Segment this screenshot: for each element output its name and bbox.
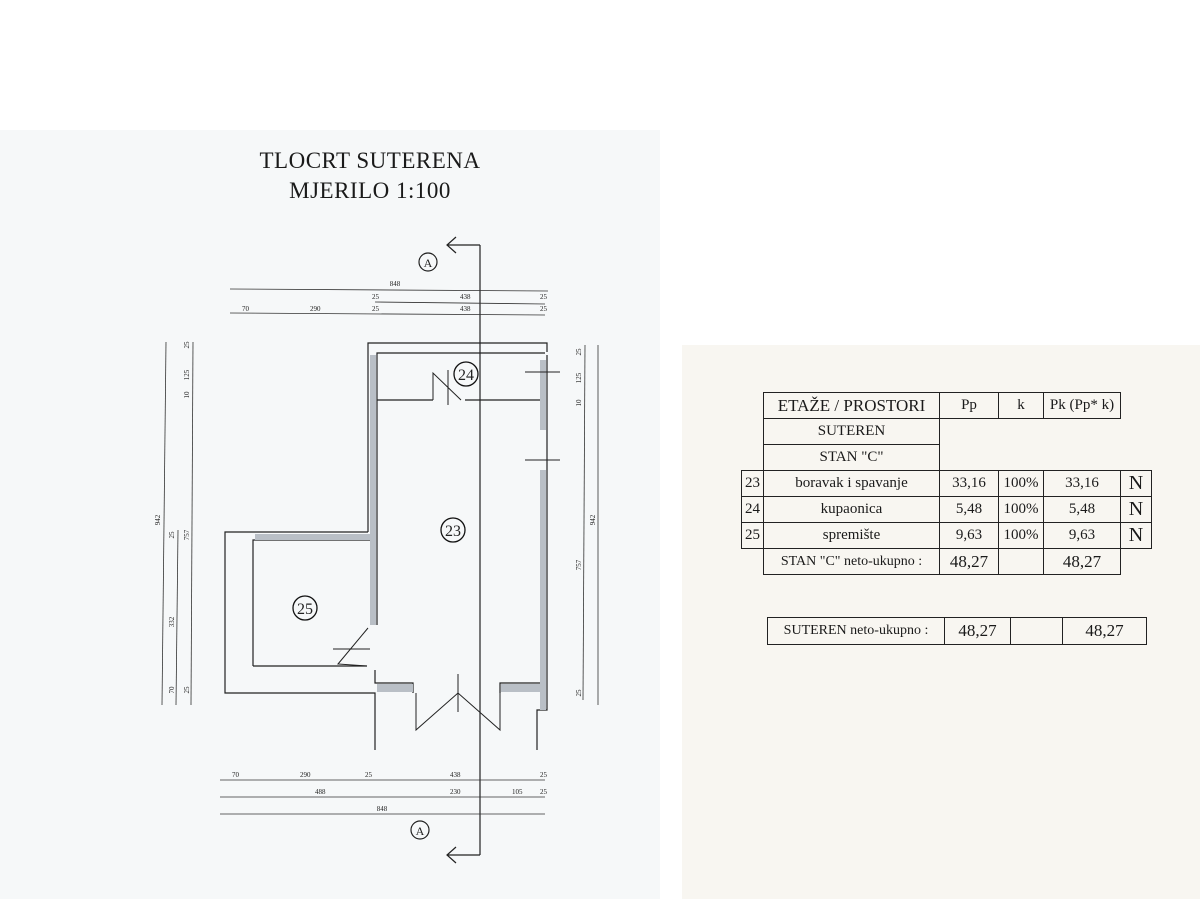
room-k: 100%: [998, 522, 1044, 549]
dim-label: 25: [540, 293, 548, 301]
dim-label: 125: [183, 369, 191, 380]
dim-label: 25: [540, 771, 548, 779]
section-marker-top: A: [424, 256, 433, 270]
dim-label: 438: [450, 771, 461, 779]
dim-label: 10: [575, 399, 583, 407]
dim-label: 25: [540, 788, 548, 796]
room-name: spremište: [763, 522, 940, 549]
dim-label: 25: [183, 341, 191, 349]
room-flag: N: [1120, 496, 1152, 523]
room-k: 100%: [998, 470, 1044, 497]
plan-title: TLOCRT SUTERENA: [259, 148, 481, 173]
dim-right-total: 942: [589, 514, 597, 525]
dim-label: 25: [365, 771, 373, 779]
room-pp: 9,63: [939, 522, 999, 549]
area-table: ETAŽE / PROSTORI Pp k Pk (Pp* k) SUTEREN…: [741, 392, 1152, 575]
dim-label: 488: [315, 788, 326, 796]
header-pp: Pp: [939, 392, 999, 419]
doors: [333, 370, 560, 732]
dim-label: 290: [310, 305, 321, 313]
room-pk: 5,48: [1043, 496, 1121, 523]
dim-label: 70: [168, 686, 176, 694]
dim-label: 10: [183, 391, 191, 399]
header-k: k: [998, 392, 1044, 419]
room-number: 25: [741, 522, 764, 549]
dim-top-total: 848: [390, 280, 401, 288]
room-name: kupaonica: [763, 496, 940, 523]
unit-total-row: STAN "C" neto-ukupno : 48,27 48,27: [742, 548, 1152, 575]
section-line-a: [410, 236, 481, 864]
table-header-row: ETAŽE / PROSTORI Pp k Pk (Pp* k): [742, 392, 1152, 419]
unit-total-pk: 48,27: [1043, 548, 1121, 575]
room-label-25: 25: [297, 601, 313, 618]
section-marker-bottom: A: [416, 824, 425, 838]
room-pp: 33,16: [939, 470, 999, 497]
wall-fill: [255, 355, 546, 710]
room-name: boravak i spavanje: [763, 470, 940, 497]
floor-total-row: SUTEREN neto-ukupno : 48,27 48,27: [767, 617, 1147, 645]
room-number: 24: [741, 496, 764, 523]
dim-label: 25: [575, 689, 583, 697]
header-pk: Pk (Pp* k): [1043, 392, 1121, 419]
room-label-23: 23: [445, 523, 461, 540]
dim-label: 125: [575, 372, 583, 383]
table-row: 25 spremište 9,63 100% 9,63 N: [741, 522, 1152, 549]
dim-label: 70: [232, 771, 240, 779]
table-row: 24 kupaonica 5,48 100% 5,48 N: [741, 496, 1152, 523]
dim-label: 25: [372, 305, 380, 313]
room-flag: N: [1120, 522, 1152, 549]
floor-label: SUTEREN: [763, 418, 940, 445]
plan-scale: MJERILO 1:100: [289, 178, 451, 203]
room-label-24: 24: [458, 367, 474, 384]
dimension-labels: 848 25 438 25 70 290 25 438 25 70 290 25…: [154, 280, 597, 813]
dim-label: 757: [183, 529, 191, 540]
dim-label: 70: [242, 305, 250, 313]
dim-label: 332: [168, 616, 176, 627]
table-row: 23 boravak i spavanje 33,16 100% 33,16 N: [741, 470, 1152, 497]
dim-label: 25: [575, 348, 583, 356]
dim-label: 25: [372, 293, 380, 301]
floor-total-pk: 48,27: [1062, 617, 1147, 645]
left-page: [0, 130, 660, 899]
dim-left-total: 942: [154, 514, 162, 525]
dimension-lines: [161, 288, 599, 815]
room-number: 23: [741, 470, 764, 497]
header-rooms: ETAŽE / PROSTORI: [763, 392, 940, 419]
dim-label: 290: [300, 771, 311, 779]
room-flag: N: [1120, 470, 1152, 497]
room-pk: 33,16: [1043, 470, 1121, 497]
floor-total-pp: 48,27: [944, 617, 1011, 645]
room-pk: 9,63: [1043, 522, 1121, 549]
unit-label: STAN "C": [763, 444, 940, 471]
room-circles: [292, 361, 479, 621]
dim-label: 105: [512, 788, 523, 796]
dim-label: 25: [540, 305, 548, 313]
room-pp: 5,48: [939, 496, 999, 523]
floor-total-table: SUTEREN neto-ukupno : 48,27 48,27: [767, 617, 1147, 645]
dim-label: 230: [450, 788, 461, 796]
dim-label: 438: [460, 305, 471, 313]
dim-label: 757: [575, 559, 583, 570]
dim-label: 25: [168, 531, 176, 539]
unit-total-label: STAN "C" neto-ukupno :: [763, 548, 940, 575]
room-k: 100%: [998, 496, 1044, 523]
dim-label: 25: [183, 686, 191, 694]
dim-label: 438: [460, 293, 471, 301]
dim-bottom-total: 848: [377, 805, 388, 813]
floor-total-label: SUTEREN neto-ukupno :: [767, 617, 945, 645]
unit-total-pp: 48,27: [939, 548, 999, 575]
